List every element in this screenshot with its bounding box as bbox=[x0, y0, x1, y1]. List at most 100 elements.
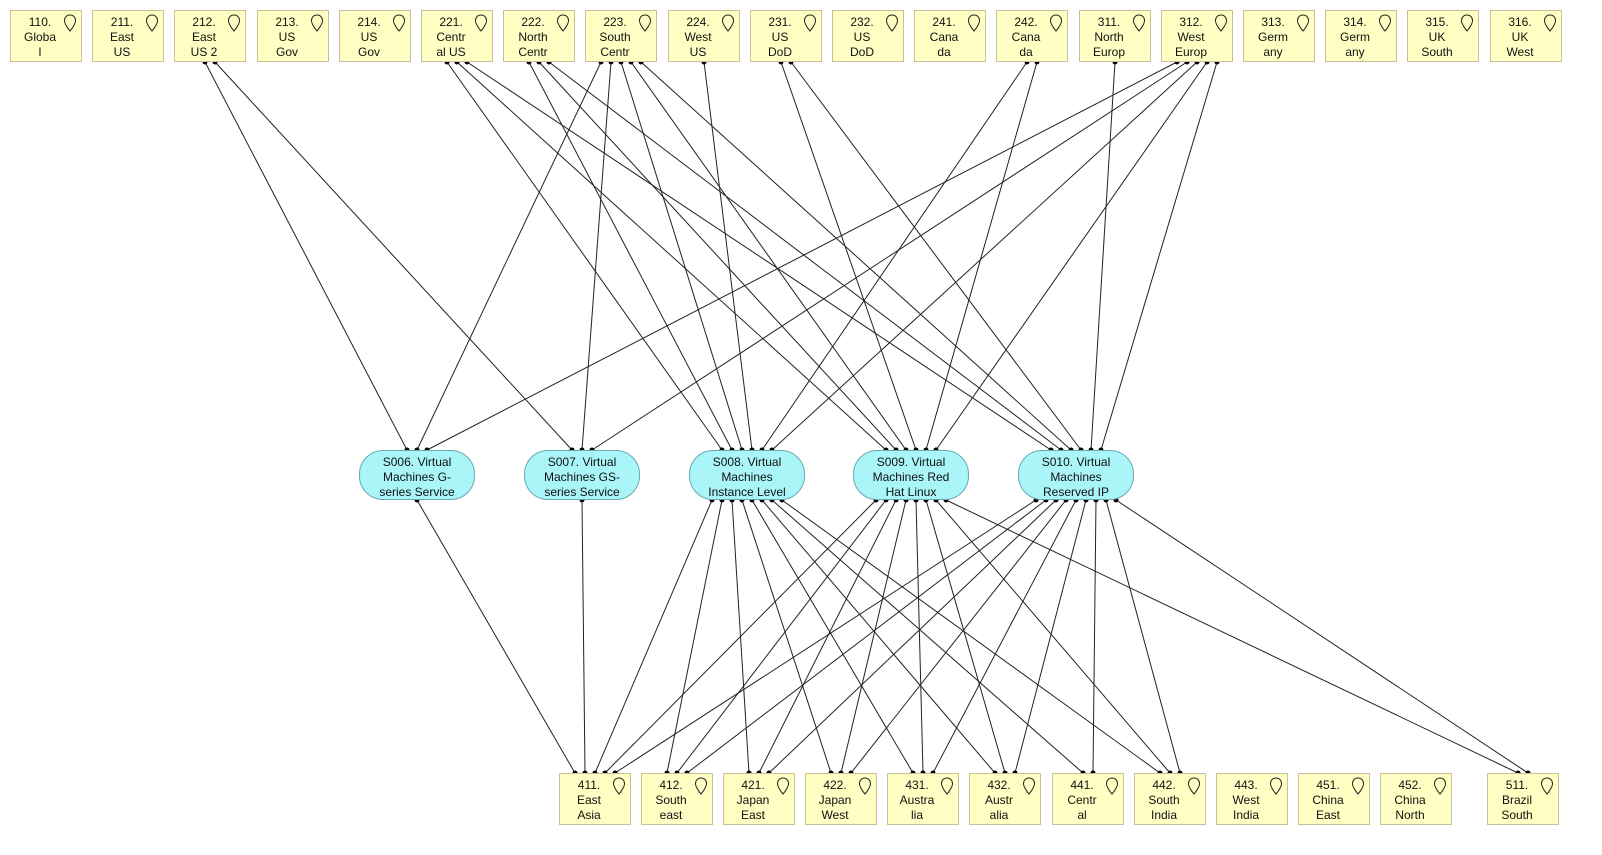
map-pin-icon bbox=[1378, 14, 1392, 32]
service-node-s008[interactable]: S008. Virtual Machines Instance Level bbox=[689, 450, 805, 500]
location-node-213[interactable]: 213. US Gov bbox=[257, 10, 329, 62]
map-pin-icon bbox=[1460, 14, 1474, 32]
location-node-312[interactable]: 312. West Europ bbox=[1161, 10, 1233, 62]
map-pin-icon bbox=[1433, 777, 1447, 795]
map-pin-icon bbox=[638, 14, 652, 32]
location-node-432[interactable]: 432. Austr alia bbox=[969, 773, 1041, 825]
connector-S006-411 bbox=[416, 499, 576, 774]
service-node-s007[interactable]: S007. Virtual Machines GS- series Servic… bbox=[524, 450, 640, 500]
service-label: S008. Virtual Machines Instance Level bbox=[708, 455, 786, 499]
connector-222-S010 bbox=[548, 61, 1062, 451]
map-pin-icon bbox=[694, 777, 708, 795]
connector-222-S008 bbox=[528, 61, 733, 451]
location-label: 316. UK West bbox=[1506, 15, 1534, 59]
location-node-221[interactable]: 221. Centr al US bbox=[421, 10, 493, 62]
location-node-314[interactable]: 314. Germ any bbox=[1325, 10, 1397, 62]
map-pin-icon bbox=[227, 14, 241, 32]
connector-S010-511 bbox=[1115, 499, 1529, 774]
connector-S009-421 bbox=[758, 499, 897, 774]
location-label: 223. South Centr bbox=[599, 15, 631, 59]
location-node-451[interactable]: 451. China East bbox=[1298, 773, 1370, 825]
location-node-313[interactable]: 313. Germ any bbox=[1243, 10, 1315, 62]
connector-S010-422 bbox=[850, 499, 1067, 774]
connector-S009-442 bbox=[935, 499, 1171, 774]
map-pin-icon bbox=[612, 777, 626, 795]
location-node-511[interactable]: 511. Brazil South bbox=[1487, 773, 1559, 825]
location-label: 311. North Europ bbox=[1092, 15, 1126, 59]
location-node-411[interactable]: 411. East Asia bbox=[559, 773, 631, 825]
map-pin-icon bbox=[1351, 777, 1365, 795]
connector-S008-431 bbox=[751, 499, 914, 774]
connector-221-S010 bbox=[466, 61, 1052, 451]
map-pin-icon bbox=[803, 14, 817, 32]
location-label: 221. Centr al US bbox=[436, 15, 466, 59]
map-pin-icon bbox=[1214, 14, 1228, 32]
location-node-222[interactable]: 222. North Centr bbox=[503, 10, 575, 62]
location-node-443[interactable]: 443. West India bbox=[1216, 773, 1288, 825]
location-label: 442. South India bbox=[1148, 778, 1180, 822]
location-node-442[interactable]: 442. South India bbox=[1134, 773, 1206, 825]
map-pin-icon bbox=[1269, 777, 1283, 795]
map-pin-icon bbox=[1543, 14, 1557, 32]
map-pin-icon bbox=[858, 777, 872, 795]
location-node-315[interactable]: 315. UK South bbox=[1407, 10, 1479, 62]
location-label: 421. Japan East bbox=[736, 778, 770, 822]
map-pin-icon bbox=[1105, 777, 1119, 795]
location-node-231[interactable]: 231. US DoD bbox=[750, 10, 822, 62]
service-node-s009[interactable]: S009. Virtual Machines Red Hat Linux bbox=[853, 450, 969, 500]
map-pin-icon bbox=[776, 777, 790, 795]
location-label: 451. China East bbox=[1312, 778, 1344, 822]
location-node-452[interactable]: 452. China North bbox=[1380, 773, 1452, 825]
location-label: 214. US Gov bbox=[357, 15, 381, 59]
location-node-211[interactable]: 211. East US bbox=[92, 10, 164, 62]
connector-212-S007 bbox=[214, 61, 573, 451]
location-node-212[interactable]: 212. East US 2 bbox=[174, 10, 246, 62]
map-pin-icon bbox=[1132, 14, 1146, 32]
location-node-311[interactable]: 311. North Europ bbox=[1079, 10, 1151, 62]
location-label: 452. China North bbox=[1394, 778, 1426, 822]
map-pin-icon bbox=[310, 14, 324, 32]
location-node-242[interactable]: 242. Cana da bbox=[996, 10, 1068, 62]
location-node-422[interactable]: 422. Japan West bbox=[805, 773, 877, 825]
service-label: S006. Virtual Machines G- series Service bbox=[379, 455, 455, 499]
location-node-421[interactable]: 421. Japan East bbox=[723, 773, 795, 825]
location-node-412[interactable]: 412. South east bbox=[641, 773, 713, 825]
location-node-214[interactable]: 214. US Gov bbox=[339, 10, 411, 62]
location-node-316[interactable]: 316. UK West bbox=[1490, 10, 1562, 62]
connector-223-S007 bbox=[581, 61, 612, 451]
connector-312-S007 bbox=[591, 61, 1188, 451]
connector-224-S008 bbox=[703, 61, 753, 451]
location-node-223[interactable]: 223. South Centr bbox=[585, 10, 657, 62]
connector-S010-412 bbox=[686, 499, 1047, 774]
connector-S008-442 bbox=[781, 499, 1161, 774]
map-pin-icon bbox=[885, 14, 899, 32]
map-pin-icon bbox=[474, 14, 488, 32]
connector-S009-431 bbox=[915, 499, 924, 774]
service-label: S009. Virtual Machines Red Hat Linux bbox=[872, 455, 950, 499]
location-label: 231. US DoD bbox=[767, 15, 792, 59]
map-pin-icon bbox=[940, 777, 954, 795]
connector-231-S010 bbox=[790, 61, 1082, 451]
map-pin-icon bbox=[1049, 14, 1063, 32]
location-node-431[interactable]: 431. Austra lia bbox=[887, 773, 959, 825]
connector-S010-411 bbox=[614, 499, 1037, 774]
location-node-241[interactable]: 241. Cana da bbox=[914, 10, 986, 62]
location-node-441[interactable]: 441. Centr al bbox=[1052, 773, 1124, 825]
service-label: S010. Virtual Machines Reserved IP bbox=[1041, 455, 1111, 499]
connector-212-S006 bbox=[204, 61, 408, 451]
connector-S009-412 bbox=[676, 499, 887, 774]
location-label: 313. Germ any bbox=[1258, 15, 1288, 59]
location-node-232[interactable]: 232. US DoD bbox=[832, 10, 904, 62]
location-node-110[interactable]: 110. Globa l bbox=[10, 10, 82, 62]
location-label: 211. East US bbox=[109, 15, 134, 59]
service-node-s010[interactable]: S010. Virtual Machines Reserved IP bbox=[1018, 450, 1134, 500]
map-pin-icon bbox=[145, 14, 159, 32]
location-node-224[interactable]: 224. West US bbox=[668, 10, 740, 62]
connector-S009-422 bbox=[840, 499, 907, 774]
connector-223-S010 bbox=[640, 61, 1072, 451]
service-label: S007. Virtual Machines GS- series Servic… bbox=[543, 455, 621, 499]
connector-312-S010 bbox=[1100, 61, 1218, 451]
service-node-s006[interactable]: S006. Virtual Machines G- series Service bbox=[359, 450, 475, 500]
location-label: 312. West Europ bbox=[1174, 15, 1208, 59]
